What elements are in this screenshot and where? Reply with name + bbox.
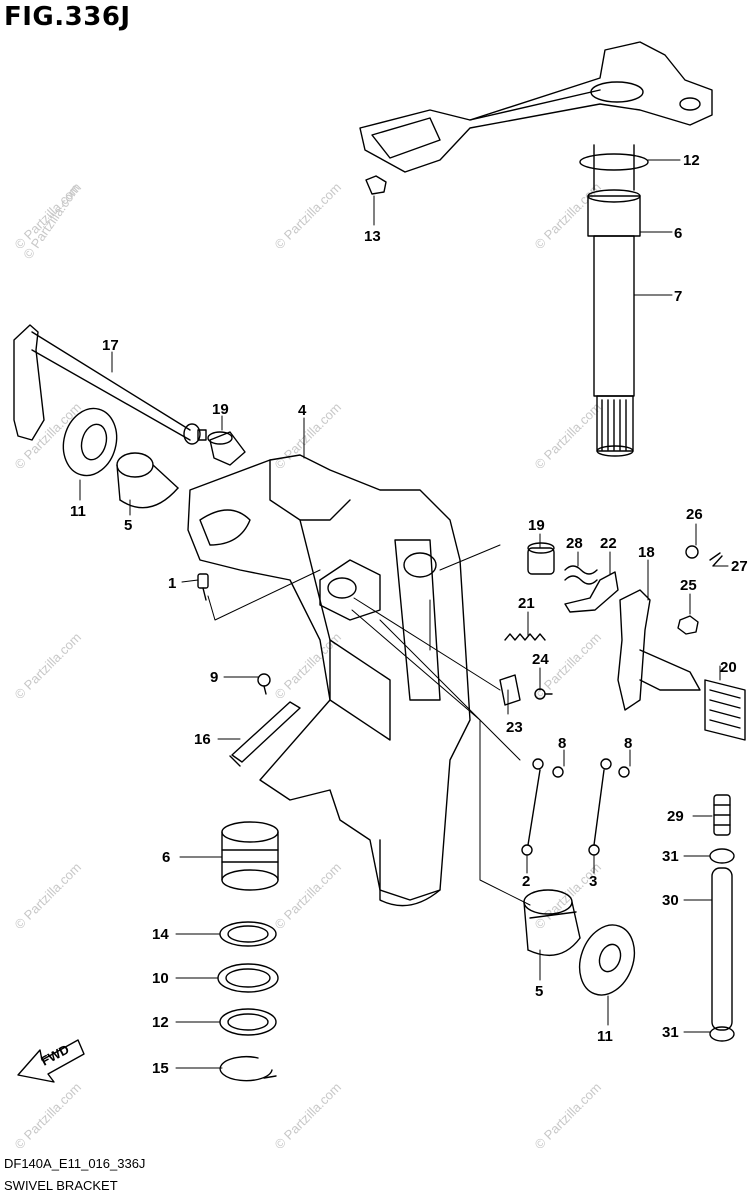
cotter-pin-27-part [709, 552, 723, 567]
screw-8a-part [552, 766, 564, 778]
callout-26: 26 [686, 506, 703, 523]
callout-24: 24 [532, 651, 549, 668]
bushing-5b-part [523, 889, 581, 957]
watermark: © Partzilla.com [532, 1080, 605, 1153]
spring-21-part [504, 633, 546, 641]
callout-2: 2 [522, 873, 530, 890]
ground-wire-3-part [588, 758, 612, 856]
swivel-bracket-body-part [187, 454, 471, 907]
washer-11b-part [578, 924, 636, 996]
callout-19: 19 [212, 401, 229, 418]
leader-lines [79, 159, 729, 1069]
callout-27: 27 [731, 558, 748, 575]
plate-23-part [499, 674, 521, 706]
callout-20: 20 [720, 659, 737, 676]
callout-9: 9 [210, 669, 218, 686]
callout-11: 11 [597, 1028, 613, 1045]
watermark: © Partzilla.com [272, 180, 345, 253]
callout-5: 5 [535, 983, 543, 1000]
clamp-31a-part [709, 848, 735, 864]
washer-26-part [685, 545, 699, 559]
lever-22-part [564, 571, 619, 613]
pivot-shaft-part [579, 144, 649, 457]
callout-30: 30 [662, 892, 679, 909]
watermark: © Partzilla.com [12, 1080, 85, 1153]
ground-wire-2-part [521, 758, 544, 856]
tilt-lever-18-part [617, 589, 701, 711]
watermark: © Partzilla.com [272, 1080, 345, 1153]
callout-22: 22 [600, 535, 617, 552]
steering-arm-part [359, 41, 713, 173]
callout-29: 29 [667, 808, 684, 825]
fwd-label: FWD [38, 1042, 71, 1069]
hose-30-part [711, 867, 733, 1031]
callout-19: 19 [528, 517, 545, 534]
callout-13: 13 [364, 228, 381, 245]
callout-1: 1 [168, 575, 176, 592]
callout-31: 31 [662, 1024, 679, 1041]
nut-25-part [677, 615, 699, 635]
watermark: © Partzilla.com [272, 400, 345, 473]
callout-14: 14 [152, 926, 169, 943]
callout-15: 15 [152, 1060, 169, 1077]
callout-23: 23 [506, 719, 523, 736]
callout-28: 28 [566, 535, 583, 552]
watermark: © Partzilla.com [532, 400, 605, 473]
callout-10: 10 [152, 970, 169, 987]
callout-16: 16 [194, 731, 211, 748]
callout-18: 18 [638, 544, 655, 561]
watermark: © Partzilla.com [20, 181, 83, 261]
callout-8: 8 [558, 735, 566, 752]
snap-ring-15-part [219, 1055, 277, 1082]
callout-6: 6 [162, 849, 170, 866]
hose-fitting-29-part [713, 794, 731, 836]
callout-11: 11 [70, 503, 86, 520]
clamp-31b-part [709, 1026, 735, 1042]
watermark: © Partzilla.com [12, 400, 85, 473]
bolt-13-part [365, 175, 387, 195]
callout-12: 12 [683, 152, 700, 169]
washer-14-part [219, 921, 277, 947]
screw-8b-part [618, 766, 630, 778]
grease-nipple-1-part [197, 573, 209, 601]
washer-11-part [62, 407, 118, 477]
figure-name: SWIVEL BRACKET [4, 1178, 118, 1193]
figure-code: DF140A_E11_016_336J [4, 1156, 146, 1171]
spring-28-part [564, 565, 598, 585]
callout-8: 8 [624, 735, 632, 752]
watermark: © Partzilla.com [272, 860, 345, 933]
fwd-arrow-icon: FWD [17, 1039, 85, 1083]
washer-10-part [217, 963, 279, 993]
callout-21: 21 [518, 595, 535, 612]
callout-31: 31 [662, 848, 679, 865]
callout-25: 25 [680, 577, 697, 594]
callout-12: 12 [152, 1014, 169, 1031]
bushing-5-part [116, 452, 179, 509]
callout-17: 17 [102, 337, 119, 354]
callout-7: 7 [674, 288, 682, 305]
bolt-9-part [257, 673, 271, 695]
callout-5: 5 [124, 517, 132, 534]
stopper-16-part [229, 701, 301, 767]
washer-12b-part [219, 1008, 277, 1036]
watermark: © Partzilla.com [12, 860, 85, 933]
watermark: © Partzilla.com [12, 630, 85, 703]
bushing-19b-part [527, 542, 555, 575]
bushing-6b-part [221, 821, 279, 891]
bushing-19-part [207, 431, 246, 466]
tilt-grip-20-part [704, 679, 746, 741]
watermarks: © Partzilla.com © Partzilla.com © Partzi… [12, 180, 605, 1153]
tilt-rod-part [13, 324, 207, 445]
callout-3: 3 [589, 873, 597, 890]
callout-4: 4 [298, 402, 307, 419]
callout-6: 6 [674, 225, 682, 242]
figure-title: FIG.336J [4, 2, 131, 32]
callouts: 12 6 7 13 17 19 4 11 5 1 19 28 22 18 26 … [70, 152, 748, 1077]
watermark: © Partzilla.com [272, 630, 345, 703]
watermark: © Partzilla.com [532, 180, 605, 253]
